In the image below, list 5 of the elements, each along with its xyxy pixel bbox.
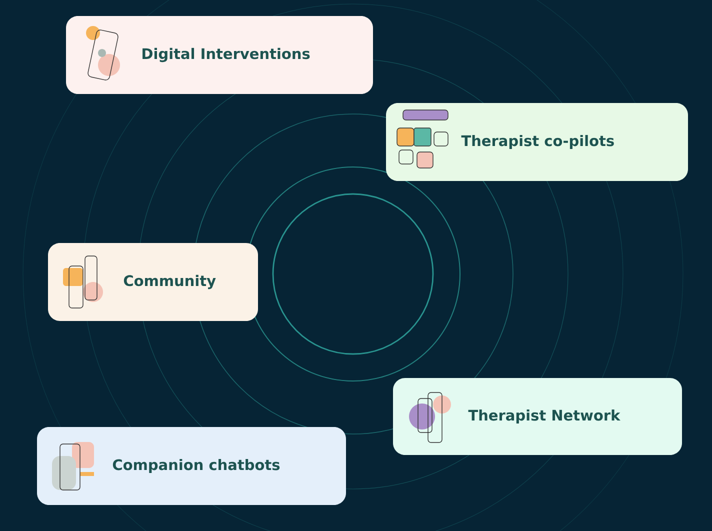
card: Community [48, 243, 258, 321]
card: Therapist co-pilots [386, 103, 688, 181]
card: Companion chatbots [37, 427, 346, 505]
card: Digital Interventions [66, 16, 373, 94]
card: Therapist Network [393, 378, 682, 455]
